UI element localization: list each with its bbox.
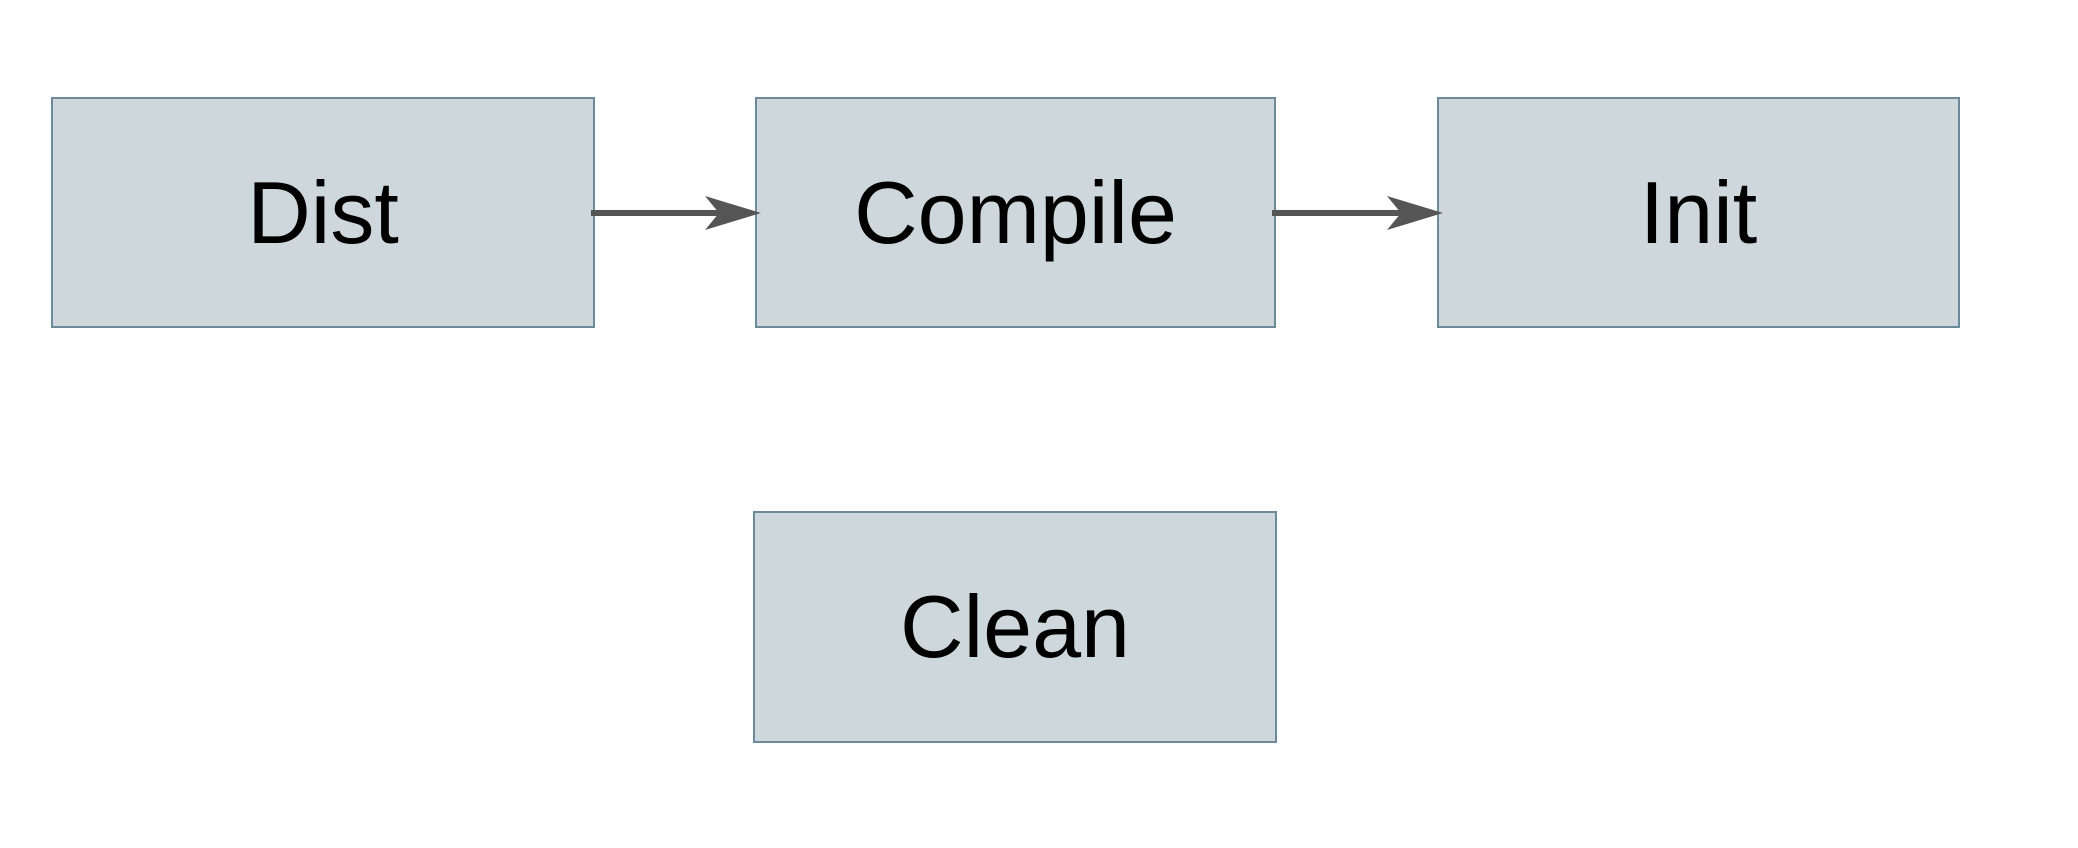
arrow-head-icon xyxy=(1387,196,1443,230)
arrow-head-icon xyxy=(705,196,761,230)
node-compile[interactable]: Compile xyxy=(755,97,1276,328)
node-clean[interactable]: Clean xyxy=(753,511,1277,743)
node-clean-label: Clean xyxy=(900,577,1130,676)
edge-compile-to-init[interactable] xyxy=(1272,193,1443,233)
edge-dist-to-compile[interactable] xyxy=(591,193,761,233)
arrow-shaft-icon xyxy=(1272,210,1403,216)
node-compile-label: Compile xyxy=(854,162,1177,262)
arrow-shaft-icon xyxy=(591,210,721,216)
node-dist[interactable]: Dist xyxy=(51,97,595,328)
node-init-label: Init xyxy=(1639,162,1758,262)
node-dist-label: Dist xyxy=(247,162,399,262)
node-init[interactable]: Init xyxy=(1437,97,1960,328)
